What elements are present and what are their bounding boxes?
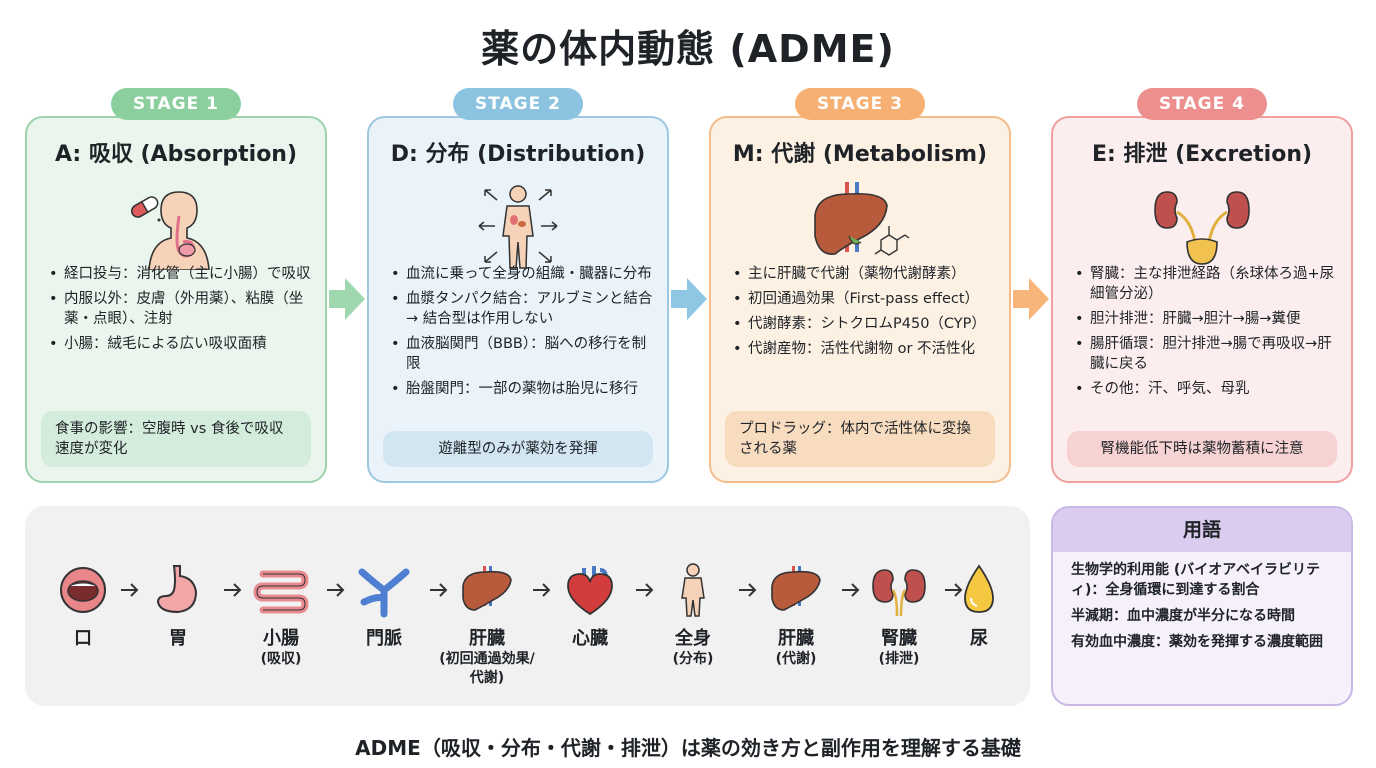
stage-bullets: 経口投与：消化管（主に小腸）で吸収 内服以外：皮膚（外用薬）、粘膜（坐薬・点眼）… <box>49 264 311 359</box>
stage-bullets: 腎臓：主な排泄経路（糸球体ろ過+尿細管分泌） 胆汁排泄：肝臓→胆汁→腸→糞便 腸… <box>1075 264 1337 404</box>
stage-heading: M: 代謝 (Metabolism) <box>732 142 988 167</box>
arrow-right-icon <box>327 583 345 597</box>
kidneys-bladder-icon <box>1154 191 1250 265</box>
bullet-item: 経口投与：消化管（主に小腸）で吸収 <box>49 264 311 284</box>
pathway-step-whole-body: 全身 (分布) <box>645 562 741 669</box>
pathway-step-kidney: 腎臓 (排泄) <box>851 562 947 669</box>
step-label: 門脈 <box>366 628 402 649</box>
step-sub: (排泄) <box>878 651 920 667</box>
stage-note: 腎機能低下時は薬物蓄積に注意 <box>1067 431 1337 467</box>
person-swallowing-pill-icon <box>131 191 210 270</box>
stage-pill: STAGE 3 <box>795 88 925 120</box>
glossary-panel: 用語 生物学的利用能 (バイオアベイラビリティ)：全身循環に到達する割合 半減期… <box>1051 506 1353 706</box>
stage-distribution-card: STAGE 2 D: 分布 (Distribution) 血流に乗って全身の組織… <box>367 88 669 483</box>
pathway-step-stomach: 胃 <box>130 562 226 650</box>
stage-arrow-icon <box>329 278 365 320</box>
step-label: 肝臓 <box>469 628 505 649</box>
stage-note: 遊離型のみが薬効を発揮 <box>383 431 653 467</box>
liver-icon <box>462 566 512 611</box>
step-label: 腎臓 <box>881 628 917 649</box>
urine-drop-icon <box>964 564 994 613</box>
stage-pill: STAGE 4 <box>1137 88 1267 120</box>
arrow-right-icon <box>121 583 139 597</box>
arrow-right-icon <box>842 583 860 597</box>
small-intestine-icon <box>253 570 309 614</box>
stage-pill: STAGE 2 <box>453 88 583 120</box>
stage-bullets: 主に肝臓で代謝（薬物代謝酵素） 初回通過効果（First-pass effect… <box>733 264 995 364</box>
heart-icon <box>567 566 613 616</box>
stage-arrow-icon <box>1013 278 1049 320</box>
bullet-item: 小腸：絨毛による広い吸収面積 <box>49 334 311 354</box>
stage-pill: STAGE 1 <box>111 88 241 120</box>
bullet-item: 代謝酵素：シトクロムP450（CYP） <box>733 314 995 334</box>
step-label: 肝臓 <box>778 628 814 649</box>
stage-note: プロドラッグ：体内で活性体に変換される薬 <box>725 411 995 467</box>
arrow-right-icon <box>224 583 242 597</box>
stage-metabolism-card: STAGE 3 M: 代謝 (Metabolism) 主に肝臓で代謝（薬物代謝酵… <box>709 88 1011 483</box>
step-label: 全身 <box>675 628 711 649</box>
mouth-icon <box>60 567 106 613</box>
page-title: 薬の体内動態 (ADME) <box>481 27 895 71</box>
stage-heading: A: 吸収 (Absorption) <box>54 142 298 167</box>
drug-pathway-panel: 口 胃 小腸 (吸収) 門脈 肝臓 (初回通過効果/代謝) <box>25 506 1030 706</box>
bullet-item: 腎臓：主な排泄経路（糸球体ろ過+尿細管分泌） <box>1075 264 1337 304</box>
body-icon <box>681 563 705 617</box>
glossary-item: 半減期：血中濃度が半分になる時間 <box>1071 608 1295 624</box>
bullet-item: 内服以外：皮膚（外用薬）、粘膜（坐薬・点眼）、注射 <box>49 289 311 329</box>
glossary-heading: 用語 <box>1053 508 1351 552</box>
bullet-item: 代謝産物：活性代謝物 or 不活性化 <box>733 339 995 359</box>
liver-molecule-icon <box>814 182 910 256</box>
footer-caption: ADME（吸収・分布・代謝・排泄）は薬の効き方と副作用を理解する基礎 <box>355 736 1021 760</box>
arrow-right-icon <box>533 583 551 597</box>
bullet-item: その他：汗、呼気、母乳 <box>1075 379 1337 399</box>
bullet-item: 初回通過効果（First-pass effect） <box>733 289 995 309</box>
step-label: 胃 <box>169 628 187 649</box>
stage-excretion-card: STAGE 4 E: 排泄 (Excretion) 腎臓：主な排泄経路（糸球体ろ… <box>1051 88 1353 483</box>
step-sub: (代謝) <box>775 651 817 667</box>
glossary-list: 生物学的利用能 (バイオアベイラビリティ)：全身循環に到達する割合 半減期：血中… <box>1053 552 1351 652</box>
kidney-icon <box>872 569 926 617</box>
arrow-right-icon <box>739 583 757 597</box>
arrow-right-icon <box>430 583 448 597</box>
bullet-item: 胆汁排泄：肝臓→胆汁→腸→糞便 <box>1075 309 1337 329</box>
stage-heading: D: 分布 (Distribution) <box>390 142 646 167</box>
step-sub: (初回通過効果/代謝) <box>439 651 535 686</box>
portal-vein-icon <box>358 568 410 618</box>
step-sub: (吸収) <box>260 651 302 667</box>
pathway-step-portal-vein: 門脈 <box>336 562 432 650</box>
step-label: 尿 <box>970 628 988 649</box>
bullet-item: 主に肝臓で代謝（薬物代謝酵素） <box>733 264 995 284</box>
pathway-step-liver-first-pass: 肝臓 (初回通過効果/代謝) <box>439 562 535 688</box>
glossary-item: 有効血中濃度：薬効を発揮する濃度範囲 <box>1071 634 1323 650</box>
bullet-item: 腸肝循環：胆汁排泄→腸で再吸収→肝臓に戻る <box>1075 334 1337 374</box>
stage-arrow-icon <box>671 278 707 320</box>
pathway-step-urine: 尿 <box>931 562 1027 650</box>
stage-absorption-card: STAGE 1 A: 吸収 (Absorption) 経口投与：消化管（主に小腸… <box>25 88 327 483</box>
bullet-item: 血漿タンパク結合：アルブミンと結合 → 結合型は作用しない <box>391 289 653 329</box>
liver-icon <box>771 566 821 611</box>
pathway-step-heart: 心臓 <box>542 562 638 650</box>
stage-bullets: 血流に乗って全身の組織・臓器に分布 血漿タンパク結合：アルブミンと結合 → 結合… <box>391 264 653 404</box>
step-label: 心臓 <box>572 628 608 649</box>
bullet-item: 胎盤関門：一部の薬物は胎児に移行 <box>391 379 653 399</box>
stage-note: 食事の影響：空腹時 vs 食後で吸収速度が変化 <box>41 411 311 467</box>
body-distribution-icon <box>478 185 558 269</box>
arrow-right-icon <box>636 583 654 597</box>
bullet-item: 血流に乗って全身の組織・臓器に分布 <box>391 264 653 284</box>
step-sub: (分布) <box>672 651 714 667</box>
step-label: 口 <box>74 628 92 649</box>
stomach-icon <box>156 565 198 614</box>
arrow-right-icon <box>945 583 963 597</box>
stage-heading: E: 排泄 (Excretion) <box>1091 142 1313 167</box>
pathway-step-liver-metabolism: 肝臓 (代謝) <box>748 562 844 669</box>
bullet-item: 血液脳関門（BBB）：脳への移行を制限 <box>391 334 653 374</box>
pathway-step-mouth: 口 <box>35 562 131 650</box>
pathway-step-small-intestine: 小腸 (吸収) <box>233 562 329 669</box>
step-label: 小腸 <box>263 628 299 649</box>
glossary-item: 生物学的利用能 (バイオアベイラビリティ)：全身循環に到達する割合 <box>1071 562 1320 598</box>
